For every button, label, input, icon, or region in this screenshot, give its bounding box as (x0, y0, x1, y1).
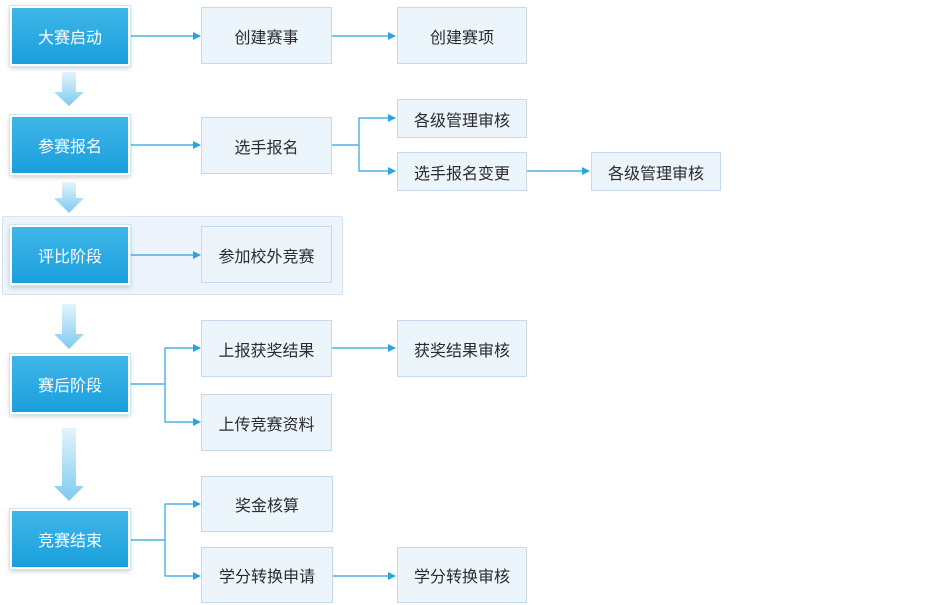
step-management-review-1: 各级管理审核 (397, 99, 527, 138)
flow-arrow-2-3 (54, 182, 84, 213)
step-award-review: 获奖结果审核 (397, 320, 527, 377)
connector-split-e1 (164, 500, 201, 540)
connector-split-e2 (164, 540, 201, 580)
step-management-review-2: 各级管理审核 (591, 152, 721, 191)
stage-competition-end: 竞赛结束 (10, 509, 130, 569)
stage-evaluation: 评比阶段 (10, 225, 130, 285)
connector-split-b2 (358, 114, 396, 145)
flow-arrows (54, 72, 84, 501)
step-create-event-item: 创建赛项 (397, 7, 527, 64)
step-bonus-calculation: 奖金核算 (201, 476, 333, 532)
step-registration-change: 选手报名变更 (397, 152, 527, 191)
step-create-event: 创建赛事 (201, 7, 332, 64)
connector-split-d1 (164, 344, 201, 384)
step-contestant-registration: 选手报名 (201, 117, 332, 174)
stage-competition-start: 大赛启动 (10, 6, 130, 66)
stage-post-competition: 赛后阶段 (10, 354, 130, 414)
flow-arrow-3-4 (54, 304, 84, 349)
stage-registration: 参赛报名 (10, 115, 130, 175)
connector-split-d3 (164, 384, 201, 426)
step-report-awards: 上报获奖结果 (201, 320, 332, 377)
step-upload-materials: 上传竞赛资料 (201, 394, 332, 451)
step-credit-conversion-request: 学分转换申请 (201, 547, 333, 603)
step-external-competition: 参加校外竞赛 (201, 226, 332, 283)
step-credit-conversion-review: 学分转换审核 (397, 547, 527, 603)
connector-split-b3 (358, 145, 396, 175)
flow-arrow-1-2 (54, 72, 84, 106)
flow-arrow-4-5 (54, 428, 84, 501)
